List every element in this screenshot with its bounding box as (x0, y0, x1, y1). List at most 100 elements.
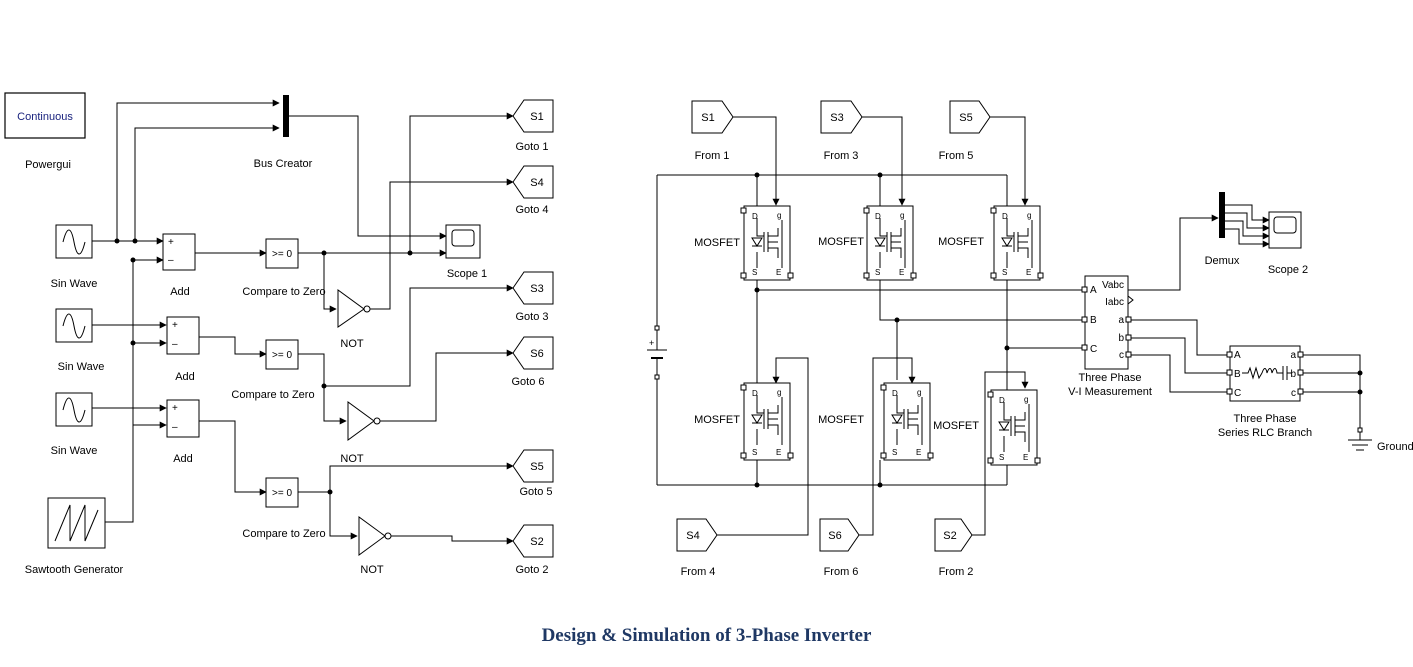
from-block[interactable] (949, 100, 991, 134)
power-junctions (754, 172, 1363, 488)
mosfet-block[interactable] (740, 382, 794, 461)
add-plus-sign: + (172, 403, 178, 414)
compare-to-zero-block[interactable] (265, 238, 299, 269)
not-label: NOT (360, 564, 384, 576)
compare-to-zero-label: Compare to Zero (231, 389, 315, 401)
vi-measurement-label: Three Phase (1078, 372, 1142, 384)
bus-creator-block[interactable] (283, 95, 289, 137)
goto-label: Goto 2 (515, 564, 549, 576)
from-tag: S3 (830, 112, 843, 124)
vi-measurement-block[interactable] (1081, 275, 1134, 370)
from-block[interactable] (676, 518, 718, 552)
compare-to-zero-text: >= 0 (272, 350, 292, 361)
scope-2-label: Scope 2 (1267, 264, 1309, 276)
goto-tag: S4 (530, 177, 543, 189)
svg-text:D: D (1002, 212, 1008, 221)
vi-port-label: Vabc (1102, 280, 1124, 291)
dc-voltage-source[interactable] (647, 325, 667, 380)
rlc-port-label: C (1234, 388, 1241, 399)
mosfet-block[interactable] (863, 205, 917, 281)
svg-text:D: D (999, 396, 1005, 405)
rlc-branch-label: Series RLC Branch (1217, 427, 1313, 439)
goto-block[interactable] (512, 165, 554, 199)
from-label: From 1 (694, 150, 730, 162)
scope-2-block[interactable] (1268, 211, 1302, 249)
rlc-port-label: a (1290, 350, 1296, 361)
block-texts: Continuous + – + – + – >= 0 >= 0 >= 0 S1… (17, 111, 1296, 548)
goto-label: Goto 3 (515, 311, 549, 323)
goto-block[interactable] (512, 524, 554, 558)
compare-to-zero-block[interactable] (265, 339, 299, 370)
bus-creator-label: Bus Creator (253, 158, 313, 170)
goto-block[interactable] (512, 271, 554, 305)
add-minus-sign: – (172, 339, 178, 350)
vi-port-label: B (1090, 315, 1097, 326)
from-tag: S2 (943, 530, 956, 542)
svg-text:g: g (917, 388, 921, 397)
mosfet-blocks (740, 205, 1044, 466)
from-tag: S5 (959, 112, 972, 124)
goto-tag: S1 (530, 111, 543, 123)
svg-text:D: D (892, 389, 898, 398)
goto-block[interactable] (512, 336, 554, 370)
goto-label: Goto 5 (519, 486, 553, 498)
series-rlc-branch-block[interactable] (1226, 345, 1304, 402)
add-block[interactable] (166, 399, 200, 438)
add-minus-sign: – (168, 255, 174, 266)
demux-block[interactable] (1219, 192, 1225, 238)
svg-text:S: S (999, 453, 1004, 462)
svg-text:E: E (916, 448, 921, 457)
mosfet-label: MOSFET (818, 414, 864, 426)
from-blocks (676, 100, 991, 552)
svg-text:D: D (875, 212, 881, 221)
not-gate[interactable] (337, 289, 371, 328)
mosfet-block[interactable] (990, 205, 1044, 281)
mosfet-label: MOSFET (694, 237, 740, 249)
svg-text:g: g (777, 388, 781, 397)
svg-text:E: E (1026, 268, 1031, 277)
add-label: Add (170, 286, 190, 298)
not-gate[interactable] (358, 516, 392, 556)
sin-wave-label: Sin Wave (57, 361, 105, 373)
compare-to-zero-block[interactable] (265, 477, 299, 508)
rlc-branch-label: Three Phase (1233, 413, 1297, 425)
compare-to-zero-label: Compare to Zero (242, 528, 326, 540)
demux-label: Demux (1204, 255, 1240, 267)
sin-wave-block[interactable] (55, 224, 93, 259)
goto-block[interactable] (512, 449, 554, 483)
vi-port-label: a (1118, 315, 1124, 326)
from-tag: S6 (828, 530, 841, 542)
svg-text:E: E (776, 268, 781, 277)
powergui-label: Powergui (25, 159, 71, 171)
powergui-block[interactable] (4, 92, 86, 139)
goto-blocks (512, 99, 554, 558)
sin-wave-label: Sin Wave (50, 445, 98, 457)
goto-tag: S3 (530, 283, 543, 295)
add-block[interactable] (166, 316, 200, 355)
vi-port-label: C (1090, 344, 1097, 355)
goto-block[interactable] (512, 99, 554, 133)
from-block[interactable] (934, 518, 973, 552)
goto-label: Goto 6 (511, 376, 545, 388)
add-block[interactable] (162, 233, 196, 271)
from-block[interactable] (819, 518, 860, 552)
sin-wave-block[interactable] (55, 308, 93, 343)
from-label: From 3 (823, 150, 859, 162)
rlc-port-label: B (1234, 369, 1241, 380)
from-label: From 5 (938, 150, 974, 162)
not-gate[interactable] (347, 401, 381, 441)
svg-text:D: D (752, 212, 758, 221)
mosfet-block[interactable] (987, 389, 1041, 466)
mosfet-block[interactable] (740, 205, 794, 281)
scope-1-label: Scope 1 (446, 268, 488, 280)
scope-1-block[interactable] (445, 224, 481, 259)
vi-port-label: c (1119, 350, 1124, 361)
sin-wave-block[interactable] (55, 392, 93, 427)
svg-text:g: g (777, 211, 781, 220)
sawtooth-generator-block[interactable] (47, 497, 106, 549)
from-label: From 4 (680, 566, 716, 578)
svg-text:E: E (899, 268, 904, 277)
mosfet-block[interactable] (880, 382, 934, 461)
from-block[interactable] (820, 100, 863, 134)
from-block[interactable] (691, 100, 734, 134)
